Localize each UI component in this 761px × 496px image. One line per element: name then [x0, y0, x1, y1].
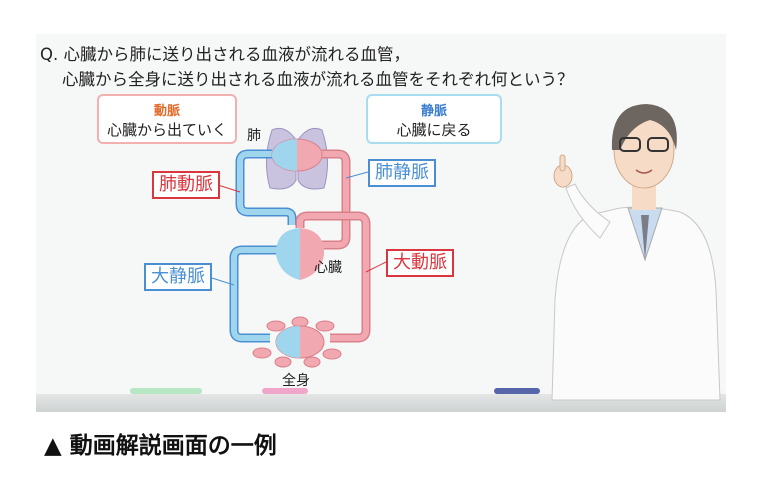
artery-legend: 動脈 心臓から出ていく	[97, 94, 237, 144]
lung-capillary-icon	[271, 138, 323, 172]
question-line-2: 心臓から全身に送り出される血液が流れる血管をそれぞれ何という？	[62, 70, 574, 89]
lungs-label: 肺	[247, 128, 261, 144]
aorta-leader	[365, 261, 387, 273]
vein-legend-title: 静脈	[420, 104, 447, 119]
blue-marker	[494, 388, 540, 394]
body-capillary-icon	[275, 325, 325, 359]
pulmonary-vein-leader	[345, 171, 369, 179]
teacher-illustration	[551, 104, 721, 401]
pulmonary-artery-leader	[217, 184, 241, 193]
caption: ▲ 動画解説画面の一例	[44, 433, 277, 459]
pulmonary-vein-label: 肺静脈	[368, 159, 436, 187]
pulmonary-artery-label: 肺動脈	[152, 171, 220, 199]
heart-label: 心臓	[314, 260, 342, 276]
heart-icon	[275, 228, 325, 280]
green-marker	[130, 388, 202, 394]
body-label: 全身	[282, 373, 310, 389]
aorta-label: 大動脈	[386, 249, 454, 277]
question-line-1: Q. 心臓から肺に送り出される血液が流れる血管，	[40, 45, 410, 64]
artery-legend-desc: 心臓から出ていく	[106, 121, 227, 139]
vein-legend: 静脈 心臓に戻る	[366, 94, 502, 144]
body-cells-icon	[252, 316, 342, 368]
vena-cava-leader	[211, 277, 235, 286]
pink-marker	[262, 388, 308, 394]
vein-legend-desc: 心臓に戻る	[396, 121, 472, 139]
vena-cava-label: 大静脈	[144, 263, 212, 291]
artery-legend-title: 動脈	[153, 104, 180, 119]
